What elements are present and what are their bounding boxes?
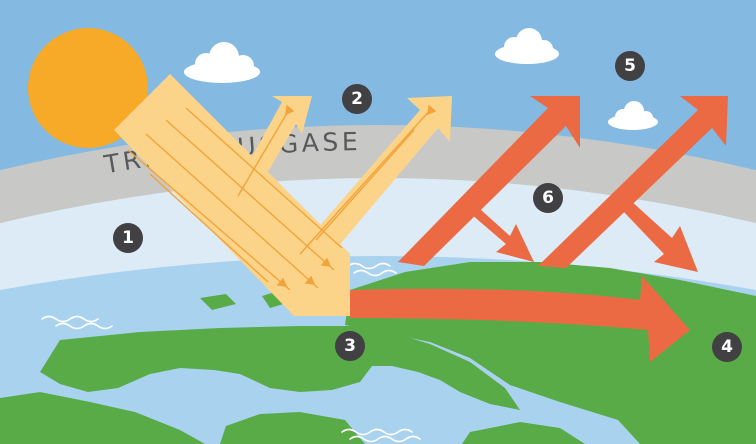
svg-text:4: 4 bbox=[721, 337, 733, 357]
svg-text:6: 6 bbox=[542, 188, 554, 208]
marker-4: 4 bbox=[712, 332, 742, 362]
marker-1: 1 bbox=[113, 223, 143, 253]
marker-2: 2 bbox=[342, 84, 372, 114]
svg-text:5: 5 bbox=[624, 56, 636, 76]
svg-text:2: 2 bbox=[351, 89, 363, 109]
marker-5: 5 bbox=[615, 51, 645, 81]
marker-6: 6 bbox=[533, 183, 563, 213]
svg-text:1: 1 bbox=[122, 228, 134, 248]
marker-3: 3 bbox=[335, 331, 365, 361]
svg-text:3: 3 bbox=[344, 336, 356, 356]
